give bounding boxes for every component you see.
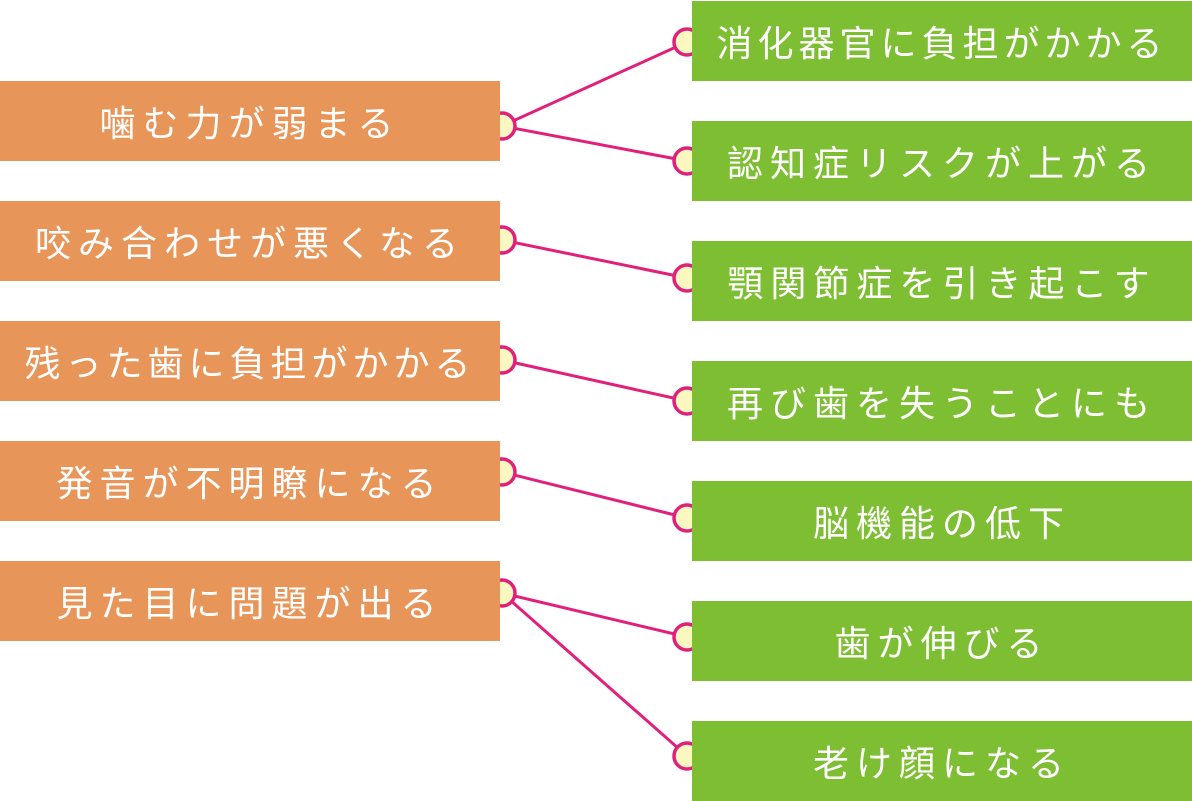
effect-box-tmj-disorder: 顎関節症を引き起こす: [692, 241, 1192, 321]
cause-label: 見た目に問題が出る: [56, 584, 444, 625]
connector-line: [501, 470, 688, 520]
effect-box-lose-teeth-again: 再び歯を失うことにも: [692, 361, 1192, 441]
effect-label: 認知症リスクが上がる: [726, 144, 1157, 185]
cause-box-bad-occlusion: 咬み合わせが悪くなる: [0, 201, 500, 281]
effect-label: 歯が伸びる: [834, 624, 1050, 665]
connector-line: [501, 124, 688, 163]
effect-box-aged-face: 老け顔になる: [692, 721, 1192, 801]
connector-line: [501, 40, 688, 128]
cause-label: 発音が不明瞭になる: [56, 464, 444, 505]
cause-label: 咬み合わせが悪くなる: [34, 224, 465, 265]
effect-box-brain-decline: 脳機能の低下: [692, 481, 1192, 561]
cause-box-weak-bite: 噛む力が弱まる: [0, 81, 500, 161]
connector-line: [501, 591, 688, 639]
cause-box-remaining-teeth-burden: 残った歯に負担がかかる: [0, 321, 500, 401]
effect-label: 脳機能の低下: [812, 504, 1071, 545]
effect-label: 顎関節症を引き起こす: [727, 264, 1157, 305]
effect-label: 老け顔になる: [812, 744, 1071, 785]
cause-label: 残った歯に負担がかかる: [24, 344, 476, 385]
cause-label: 噛む力が弱まる: [99, 104, 401, 145]
effect-box-teeth-extrude: 歯が伸びる: [692, 601, 1192, 681]
effect-box-dementia-risk: 認知症リスクが上がる: [692, 121, 1192, 201]
effect-box-digestive-burden: 消化器官に負担がかかる: [692, 1, 1192, 81]
cause-box-unclear-pronunciation: 発音が不明瞭になる: [0, 441, 500, 521]
connector-line: [501, 358, 688, 403]
connector-line: [501, 591, 688, 758]
effect-label: 消化器官に負担がかかる: [716, 24, 1168, 65]
connector-line: [501, 238, 688, 280]
cause-box-appearance-problem: 見た目に問題が出る: [0, 561, 500, 641]
effect-label: 再び歯を失うことにも: [726, 384, 1157, 425]
